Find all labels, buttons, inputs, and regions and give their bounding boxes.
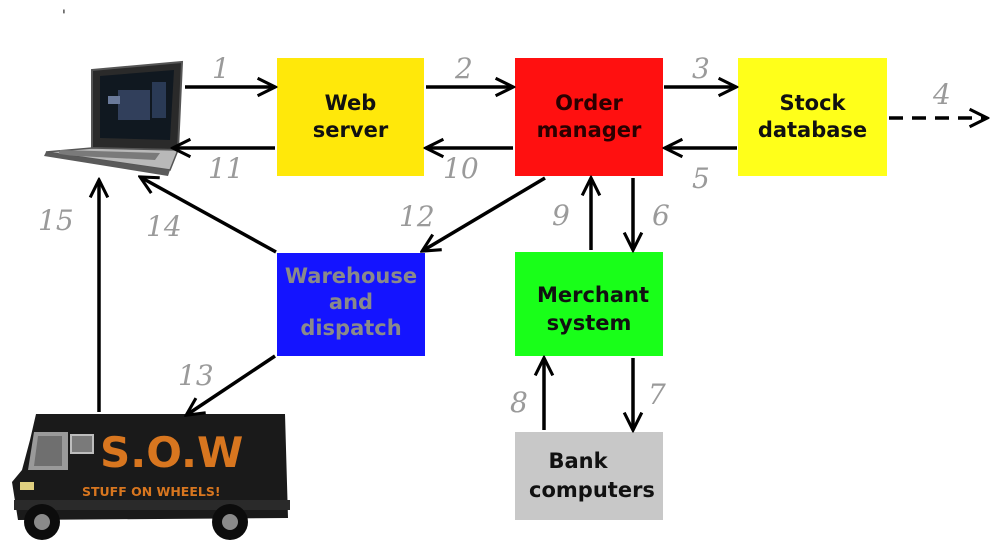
arrow-label-15: 15 xyxy=(38,204,74,237)
arrow-14 xyxy=(142,178,277,254)
arrow-label-12: 12 xyxy=(399,200,435,233)
web-server-label-line1: Web xyxy=(325,91,377,115)
arrow-label-7: 7 xyxy=(648,378,666,411)
laptop-icon xyxy=(44,60,184,176)
arrow-label-5: 5 xyxy=(692,162,710,195)
stock-database-label-line2: database xyxy=(758,118,867,142)
warehouse-label-line3: dispatch xyxy=(300,316,401,340)
web-server-label-line2: server xyxy=(313,118,389,142)
stray-mark: ' xyxy=(62,8,66,24)
arrow-label-11: 11 xyxy=(208,152,244,185)
order-manager-box: Order manager xyxy=(515,58,663,176)
bank-computers-label-line1: Bank xyxy=(548,449,608,473)
arrow-label-3: 3 xyxy=(692,52,710,85)
arrow-12 xyxy=(424,176,546,250)
arrow-label-1: 1 xyxy=(212,52,230,85)
arrow-label-8: 8 xyxy=(510,386,528,419)
arrow-label-14: 14 xyxy=(146,210,182,243)
merchant-system-label-line2: system xyxy=(547,311,632,335)
arrow-label-13: 13 xyxy=(178,359,214,392)
arrow-label-4: 4 xyxy=(932,78,951,111)
arrow-label-2: 2 xyxy=(454,52,473,85)
stock-database-label-line1: Stock xyxy=(779,91,846,115)
delivery-van-icon: S.O.W STUFF ON WHEELS! xyxy=(12,414,290,540)
order-manager-label-line2: manager xyxy=(537,118,642,142)
web-server-box: Web server xyxy=(277,58,424,176)
arrow-labels: 1 2 3 4 5 6 7 8 9 10 11 12 13 14 15 xyxy=(38,52,951,419)
arrow-label-10: 10 xyxy=(443,152,479,185)
warehouse-dispatch-box: Warehouse and dispatch xyxy=(277,253,425,356)
arrow-label-6: 6 xyxy=(652,199,670,232)
bank-computers-box: Bank computers xyxy=(515,432,663,520)
arrow-label-9: 9 xyxy=(552,199,570,232)
flow-arrows xyxy=(99,87,985,430)
van-subtitle: STUFF ON WHEELS! xyxy=(82,484,221,499)
arrow-13 xyxy=(188,354,276,414)
order-manager-label-line1: Order xyxy=(555,91,623,115)
warehouse-label-line1: Warehouse xyxy=(285,264,417,288)
van-title: S.O.W xyxy=(100,428,243,477)
warehouse-label-line2: and xyxy=(329,290,373,314)
bank-computers-label-line2: computers xyxy=(529,478,655,502)
merchant-system-box: Merchant system xyxy=(515,252,663,356)
merchant-system-label-line1: Merchant xyxy=(537,283,649,307)
stock-database-box: Stock database xyxy=(738,58,887,176)
